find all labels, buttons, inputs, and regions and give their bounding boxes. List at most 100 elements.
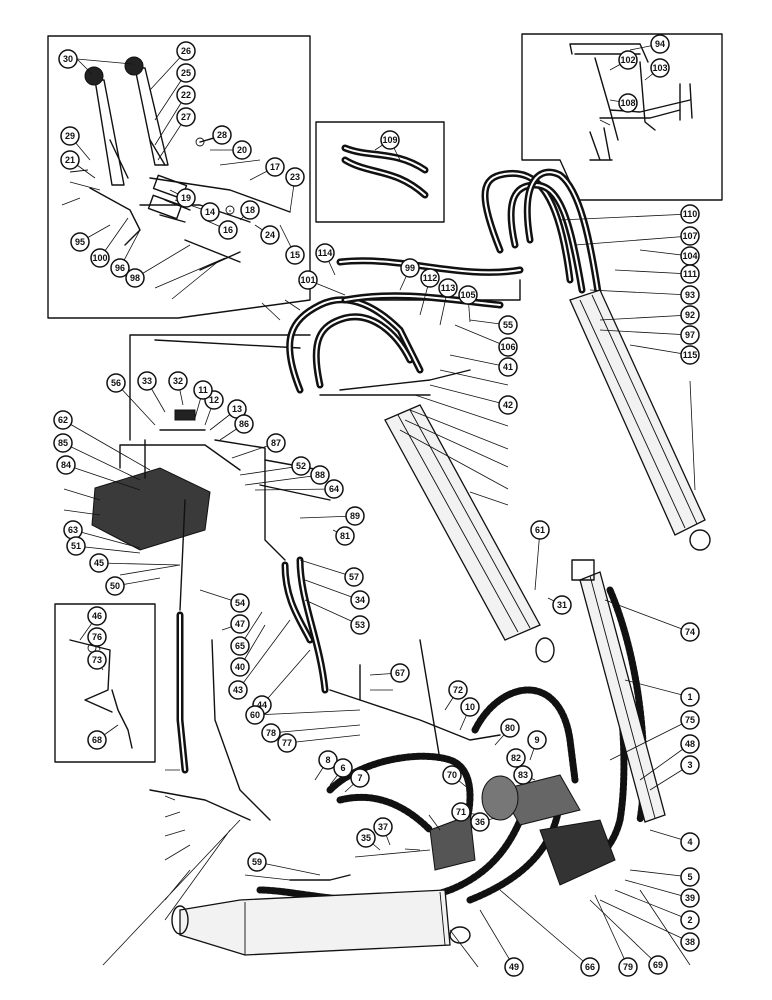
callout-circle bbox=[56, 455, 76, 475]
callout-number: 81 bbox=[340, 531, 350, 541]
callout-24: 24 bbox=[260, 225, 280, 245]
callout-circle bbox=[266, 433, 286, 453]
callout-number: 69 bbox=[653, 960, 663, 970]
callout-circle bbox=[318, 750, 338, 770]
callout-circle bbox=[90, 248, 110, 268]
callout-25: 25 bbox=[176, 63, 196, 83]
callout-102: 102 bbox=[618, 50, 638, 70]
callout-circle bbox=[680, 226, 700, 246]
callout-104: 104 bbox=[680, 246, 700, 266]
callout-circle bbox=[58, 49, 78, 69]
callout-number: 12 bbox=[209, 395, 219, 405]
callout-number: 96 bbox=[115, 263, 125, 273]
callout-35: 35 bbox=[356, 828, 376, 848]
callout-number: 46 bbox=[92, 611, 102, 621]
callout-6: 6 bbox=[333, 758, 353, 778]
callout-circle bbox=[530, 520, 550, 540]
callout-68: 68 bbox=[87, 730, 107, 750]
callout-circle bbox=[470, 812, 490, 832]
callout-circle bbox=[680, 687, 700, 707]
callout-circle bbox=[60, 126, 80, 146]
callout-number: 97 bbox=[685, 330, 695, 340]
callout-circle bbox=[527, 730, 547, 750]
callout-63: 63 bbox=[63, 520, 83, 540]
callout-circle bbox=[137, 371, 157, 391]
callout-number: 80 bbox=[505, 723, 515, 733]
callout-circle bbox=[498, 315, 518, 335]
callout-52: 52 bbox=[291, 456, 311, 476]
callout-105: 105 bbox=[458, 285, 478, 305]
callout-number: 55 bbox=[503, 320, 513, 330]
callout-number: 76 bbox=[92, 632, 102, 642]
callout-circle bbox=[680, 710, 700, 730]
callout-96: 96 bbox=[110, 258, 130, 278]
callout-77: 77 bbox=[277, 733, 297, 753]
callout-80: 80 bbox=[500, 718, 520, 738]
callout-98: 98 bbox=[125, 268, 145, 288]
callout-55: 55 bbox=[498, 315, 518, 335]
callout-28: 28 bbox=[212, 125, 232, 145]
callout-number: 95 bbox=[75, 237, 85, 247]
callout-34: 34 bbox=[350, 590, 370, 610]
callout-circle bbox=[89, 553, 109, 573]
callout-number: 83 bbox=[518, 770, 528, 780]
callout-circle bbox=[458, 285, 478, 305]
callout-number: 74 bbox=[685, 627, 695, 637]
callout-66: 66 bbox=[580, 957, 600, 977]
callout-number: 8 bbox=[325, 755, 330, 765]
callout-circle bbox=[680, 325, 700, 345]
callout-number: 28 bbox=[217, 130, 227, 140]
callout-number: 71 bbox=[456, 807, 466, 817]
callout-number: 45 bbox=[94, 558, 104, 568]
callout-circle bbox=[240, 200, 260, 220]
callout-82: 82 bbox=[506, 748, 526, 768]
callout-number: 31 bbox=[557, 600, 567, 610]
callout-circle bbox=[245, 705, 265, 725]
callout-75: 75 bbox=[680, 710, 700, 730]
callout-number: 85 bbox=[58, 438, 68, 448]
callout-circle bbox=[498, 357, 518, 377]
callout-circle bbox=[350, 590, 370, 610]
callout-circle bbox=[680, 622, 700, 642]
callout-48: 48 bbox=[680, 734, 700, 754]
main-plumbing bbox=[91, 168, 648, 905]
callout-number: 92 bbox=[685, 310, 695, 320]
callout-number: 35 bbox=[361, 833, 371, 843]
callout-9: 9 bbox=[527, 730, 547, 750]
callout-number: 7 bbox=[357, 773, 362, 783]
callout-number: 6 bbox=[340, 763, 345, 773]
callout-circle bbox=[680, 888, 700, 908]
callout-79: 79 bbox=[618, 957, 638, 977]
callout-number: 30 bbox=[63, 54, 73, 64]
callout-number: 11 bbox=[198, 385, 208, 395]
callout-circle bbox=[373, 817, 393, 837]
callout-number: 33 bbox=[142, 376, 152, 386]
callout-number: 32 bbox=[173, 376, 183, 386]
callout-101: 101 bbox=[298, 270, 318, 290]
callout-56: 56 bbox=[106, 373, 126, 393]
callout-circle bbox=[650, 34, 670, 54]
callout-14: 14 bbox=[200, 202, 220, 222]
callout-circle bbox=[618, 957, 638, 977]
callout-88: 88 bbox=[310, 465, 330, 485]
callout-circle bbox=[498, 395, 518, 415]
callout-circle bbox=[60, 150, 80, 170]
callout-number: 99 bbox=[405, 263, 415, 273]
callout-number: 43 bbox=[233, 685, 243, 695]
callout-circle bbox=[230, 593, 250, 613]
callout-number: 16 bbox=[223, 225, 233, 235]
callout-number: 89 bbox=[350, 511, 360, 521]
callout-number: 57 bbox=[349, 572, 359, 582]
callout-29: 29 bbox=[60, 126, 80, 146]
callout-73: 73 bbox=[87, 650, 107, 670]
callout-26: 26 bbox=[176, 41, 196, 61]
callout-4: 4 bbox=[680, 832, 700, 852]
callout-number: 9 bbox=[534, 735, 539, 745]
callout-number: 51 bbox=[71, 541, 81, 551]
callout-circle bbox=[680, 910, 700, 930]
callout-5: 5 bbox=[680, 867, 700, 887]
callout-number: 98 bbox=[130, 273, 140, 283]
callout-number: 42 bbox=[503, 400, 513, 410]
callout-number: 41 bbox=[503, 362, 513, 372]
